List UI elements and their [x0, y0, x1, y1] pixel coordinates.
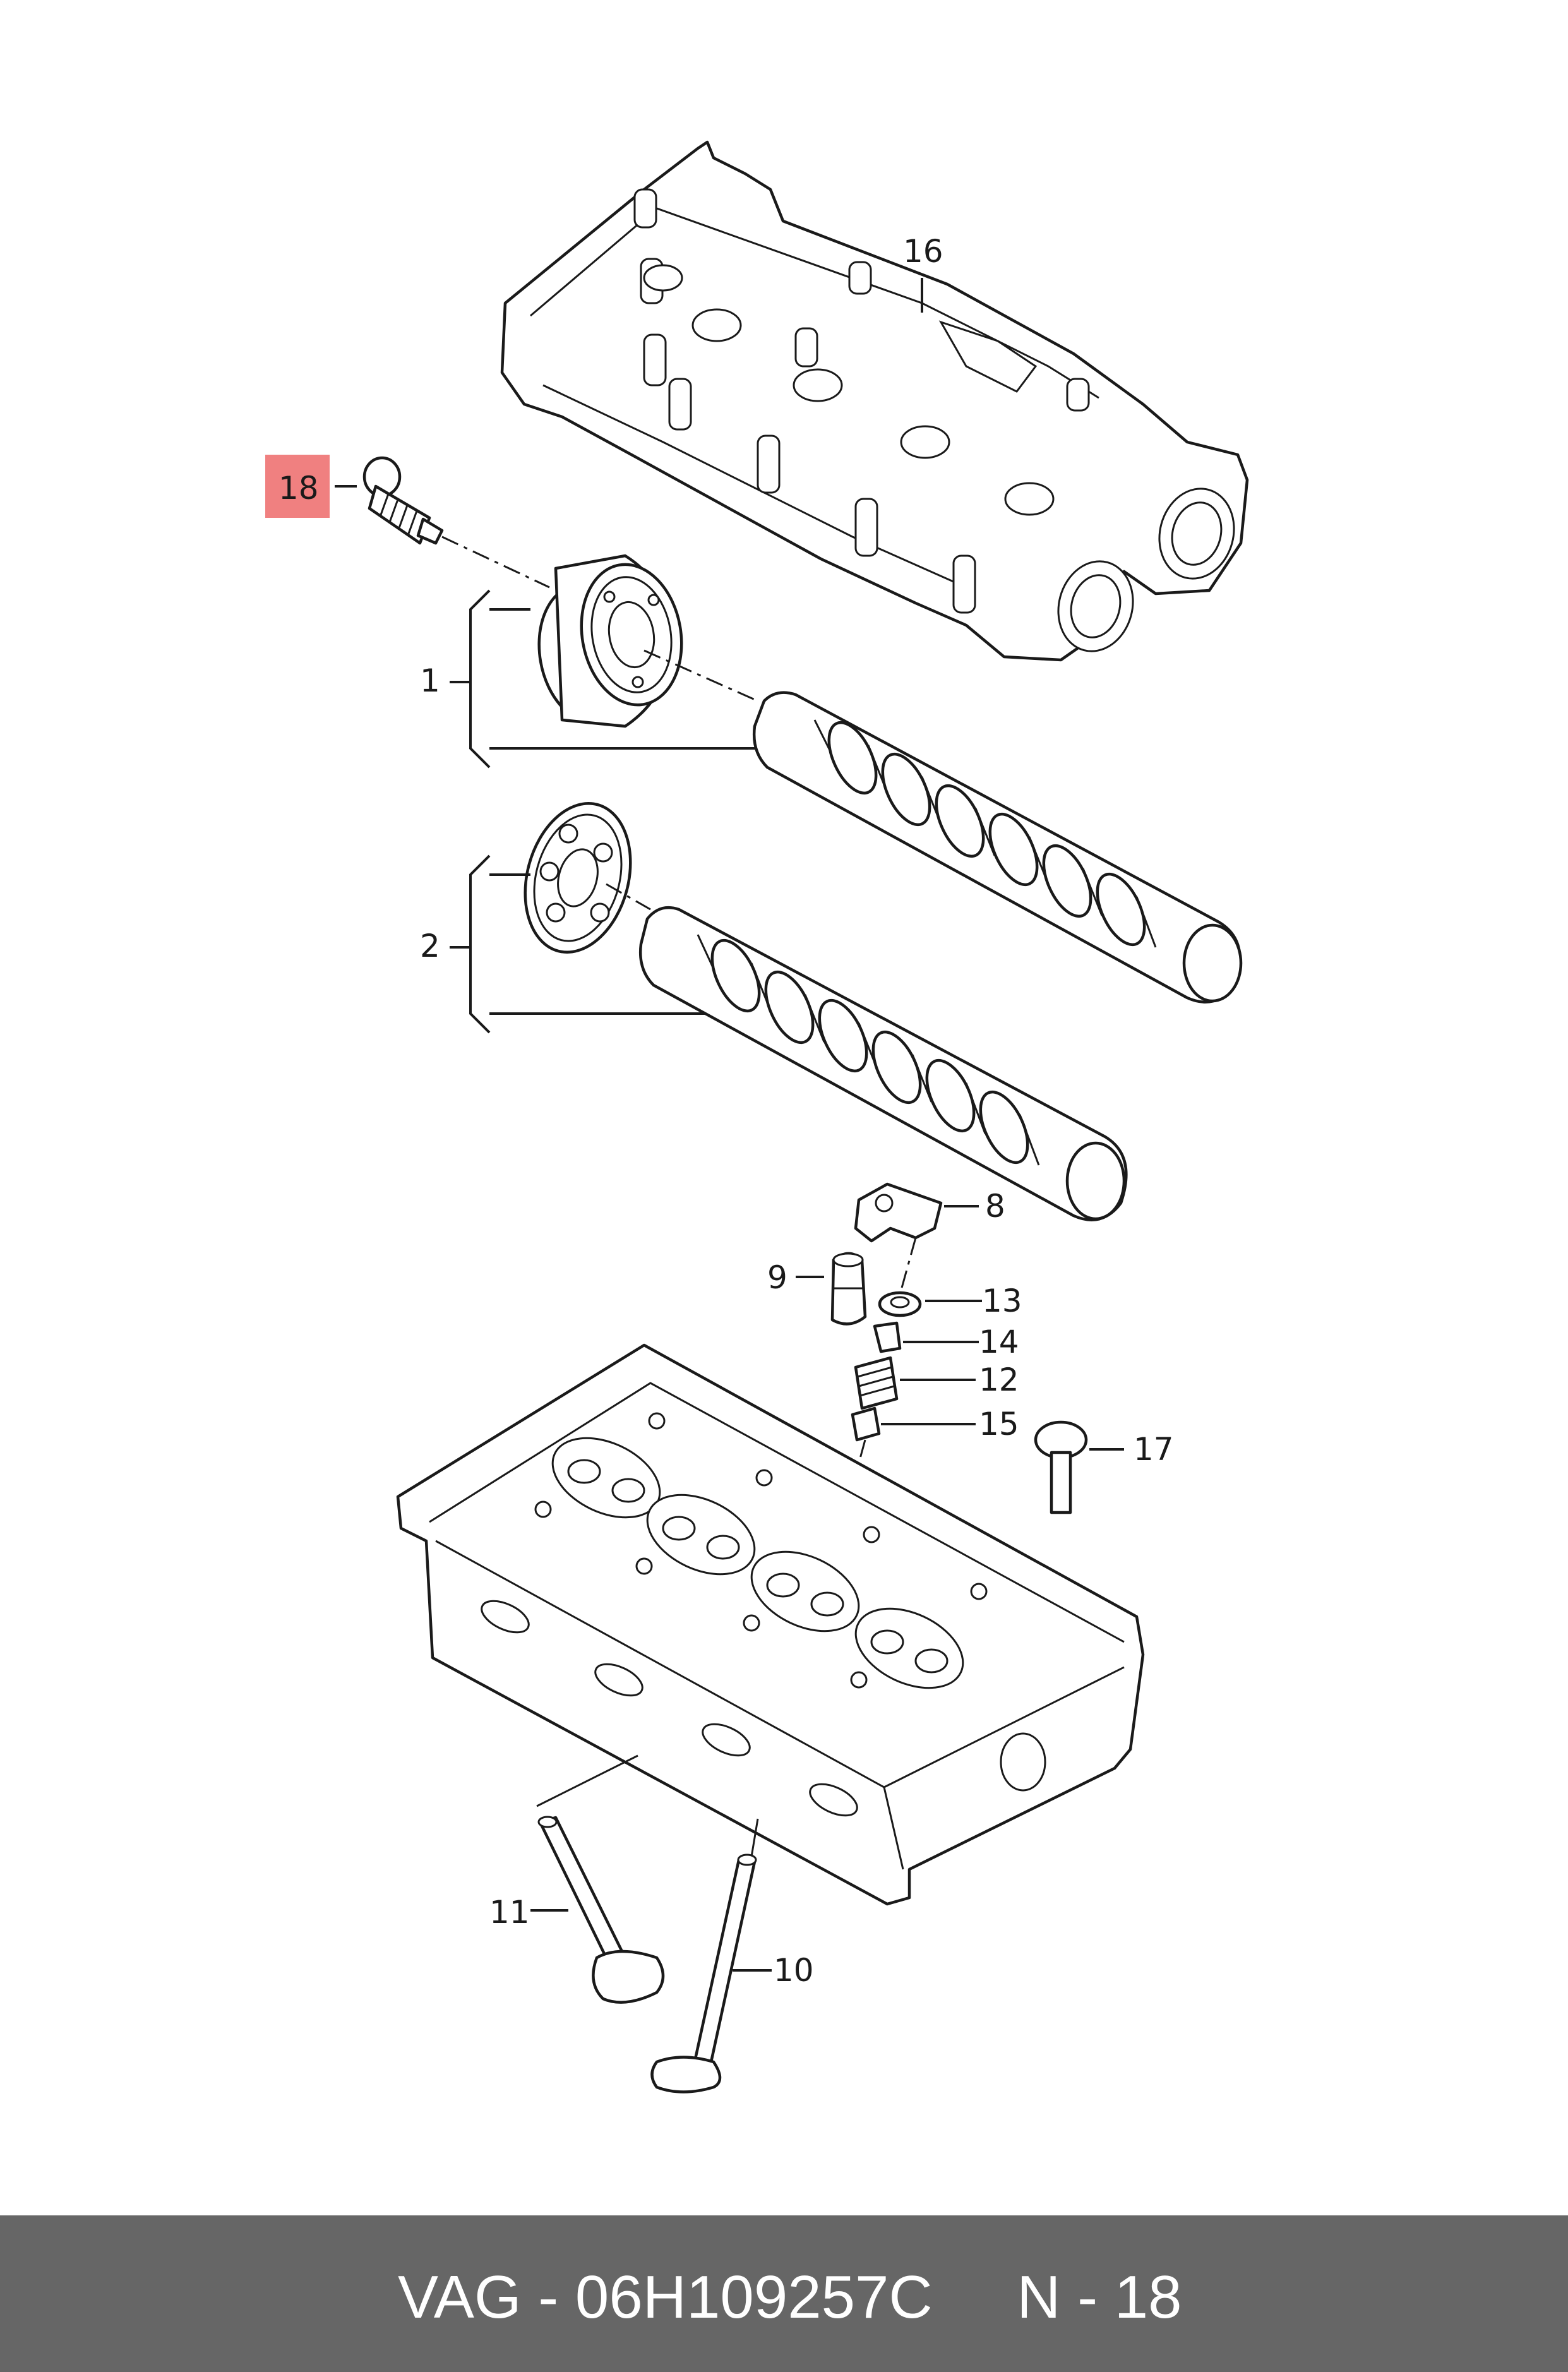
exhaust-valve[interactable] [650, 1854, 757, 2093]
label-13: 13 [982, 1283, 1022, 1319]
camshaft-sprocket[interactable] [510, 791, 647, 964]
intake-valve[interactable] [537, 1816, 665, 2004]
axis-line-1 [643, 649, 758, 702]
central-bolt[interactable] [362, 456, 444, 545]
label-18: 18 [278, 470, 319, 506]
leader-line-11-group [536, 1754, 638, 1807]
valve-spring[interactable] [854, 1356, 899, 1410]
parts-diagram: 16 18 1 [265, 140, 1249, 2093]
label-17: 17 [1134, 1431, 1174, 1468]
label-15: 15 [979, 1406, 1019, 1442]
bracket-2 [450, 854, 736, 1034]
label-12: 12 [979, 1362, 1019, 1398]
intake-camshaft[interactable] [753, 691, 1243, 1003]
valve-stem-seal[interactable] [878, 1291, 922, 1317]
label-1: 1 [420, 662, 440, 699]
axis-line-2 [606, 883, 651, 911]
label-2: 2 [420, 928, 440, 964]
valve-cotter[interactable] [873, 1321, 902, 1353]
label-18-highlight [265, 455, 330, 518]
cylinder-head-bolt[interactable] [1034, 1420, 1088, 1514]
cylinder-head[interactable] [396, 1343, 1145, 1906]
label-16: 16 [903, 233, 943, 270]
label-8: 8 [985, 1188, 1005, 1225]
bracket-1 [450, 589, 777, 769]
footer-bar [0, 2215, 1568, 2372]
label-9: 9 [767, 1259, 787, 1296]
label-14: 14 [979, 1324, 1019, 1360]
hydraulic-valve-lifter[interactable] [830, 1252, 867, 1326]
axis-line-8 [899, 1237, 917, 1295]
footer-part-number: VAG - 06H109257C N - 18 [398, 2263, 1182, 2331]
roller-rocker-arm[interactable] [854, 1182, 943, 1243]
valve-spring-seat[interactable] [851, 1406, 881, 1442]
camshaft-housing[interactable] [500, 140, 1249, 662]
label-11: 11 [489, 1894, 530, 1931]
label-10: 10 [774, 1952, 814, 1989]
camshaft-adjuster[interactable] [529, 554, 692, 730]
leader-line-10-group [750, 1818, 759, 1857]
axis-line-bolt [441, 536, 550, 589]
exhaust-camshaft[interactable] [639, 906, 1128, 1221]
